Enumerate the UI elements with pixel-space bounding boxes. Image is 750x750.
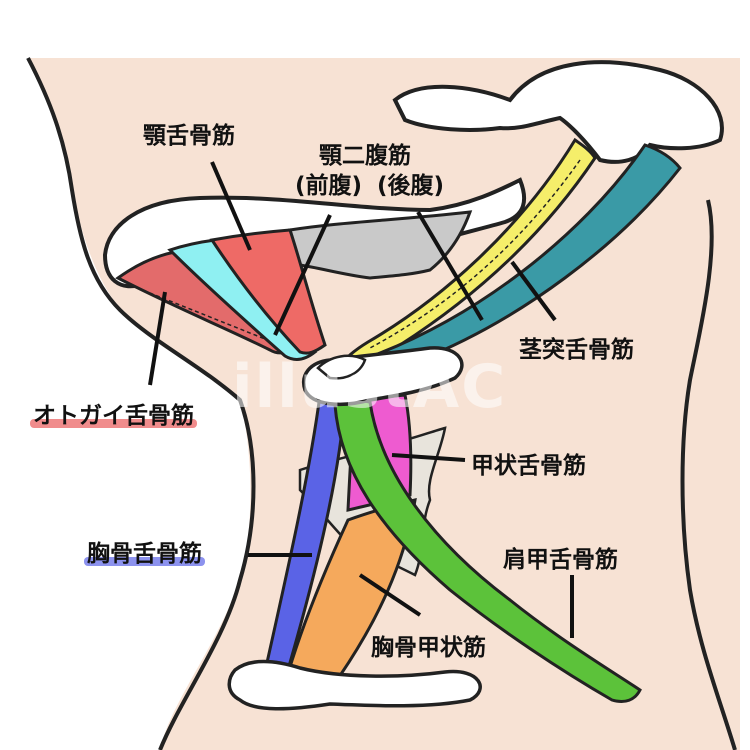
watermark: illustAC (232, 352, 508, 422)
label-sternothyroid: 胸骨甲状筋 (368, 634, 489, 662)
leader-geniohyoid (148, 291, 167, 386)
skull-bone (392, 60, 724, 164)
label-mylohyoid: 顎舌骨筋 (140, 122, 238, 150)
neck-back-outline (680, 199, 737, 750)
mylohyoid-muscle (209, 228, 327, 355)
label-digastric: 顎二腹筋 (319, 143, 411, 169)
label-omohyoid: 肩甲舌骨筋 (500, 546, 621, 574)
leader-digastric-posterior (416, 210, 484, 322)
leader-digastric-anterior (273, 214, 332, 336)
label-sternohyoid: 胸骨舌骨筋 (84, 540, 205, 568)
label-thyrohyoid: 甲状舌骨筋 (468, 452, 589, 480)
label-stylohyoid: 茎突舌骨筋 (516, 336, 637, 364)
leader-thyrohyoid (391, 453, 466, 462)
label-digastric-posterior: (後腹) (374, 172, 448, 200)
mandible-inner-shade (288, 210, 473, 280)
hyoid-bone-lower (316, 354, 367, 380)
face-outline (26, 57, 256, 750)
stylohyoid-inner-line (369, 159, 581, 349)
label-digastric-anterior: (前腹) (292, 172, 366, 200)
leader-mylohyoid (210, 161, 252, 251)
leader-stylohyoid (510, 260, 557, 322)
omohyoid-muscle (333, 399, 642, 704)
clavicle-bone (227, 659, 482, 711)
label-geniohyoid: オトガイ舌骨筋 (30, 402, 197, 430)
leader-sternothyroid (358, 573, 422, 617)
